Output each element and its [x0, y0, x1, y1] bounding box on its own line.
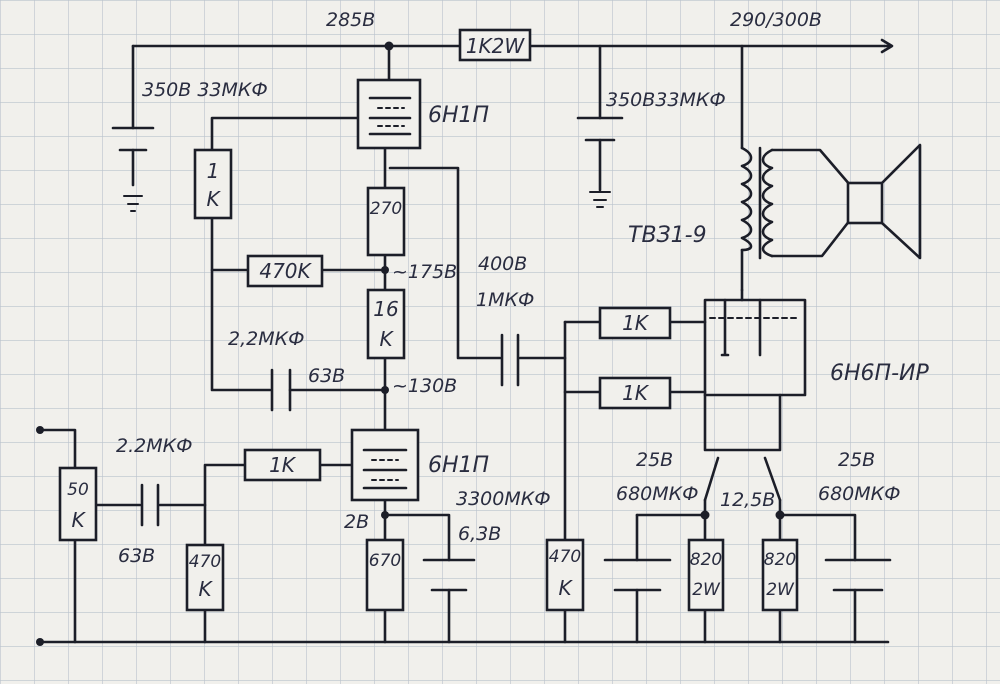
label-coupling-voltage: 400В — [478, 253, 527, 275]
label-input-cap-v: 63В — [118, 545, 155, 567]
output-transformer — [740, 146, 774, 260]
label-680uf-left: 680МКФ — [616, 483, 699, 505]
svg-text:K: K — [206, 187, 221, 211]
capacitor-cathode-680-right — [824, 558, 892, 592]
resistor-820-2w-right: 820 2W — [761, 538, 799, 612]
resistor-670-cathode: 670 — [365, 538, 405, 612]
svg-text:820: 820 — [764, 550, 796, 570]
label-175v: ~175В — [392, 261, 457, 283]
tube-output-6n6p — [709, 288, 801, 357]
svg-text:470: 470 — [549, 547, 581, 567]
output-terminal-arrow — [880, 38, 894, 54]
tube-top-6n1p — [356, 78, 422, 150]
svg-text:K: K — [71, 508, 86, 532]
svg-text:1K2W: 1K2W — [466, 34, 526, 58]
label-feedback-cap: 2,2МКФ — [228, 328, 304, 350]
resistor-16k: 16 K — [366, 288, 406, 360]
label-290-300v: 290/300В — [730, 9, 822, 31]
capacitor-coupling — [500, 333, 520, 387]
label-tube-mid: 6Н1П — [428, 453, 489, 478]
annotations: 285В 290/300В 350В 33МКФ 350В33МКФ 6Н1П … — [116, 9, 929, 567]
svg-text:2W: 2W — [766, 580, 795, 600]
label-coupling-capacitance: 1МКФ — [476, 289, 534, 311]
svg-text:470K: 470K — [259, 259, 312, 283]
label-130v: ~130В — [392, 375, 457, 397]
resistor-470k-output-grid: 470 K — [545, 538, 585, 612]
resistor-270: 270 — [366, 186, 406, 257]
capacitor-cathode-680-left — [603, 558, 672, 592]
resistor-50k-input: 50 K — [58, 466, 98, 542]
label-c2: 350В33МКФ — [606, 89, 726, 111]
svg-text:1: 1 — [207, 159, 220, 183]
svg-text:2W: 2W — [692, 580, 721, 600]
capacitor-input — [140, 483, 160, 527]
label-feedback-cap-v: 63В — [308, 365, 345, 387]
svg-text:K: K — [198, 577, 213, 601]
resistor-1k-g2: 1K — [598, 376, 672, 410]
svg-text:1K: 1K — [622, 311, 650, 335]
label-25v-left: 25В — [636, 449, 673, 471]
label-2v: 2В — [344, 511, 369, 533]
resistor-1k-grid: 1K — [243, 448, 322, 482]
label-25v-right: 25В — [838, 449, 875, 471]
capacitor-350v-right — [576, 116, 624, 208]
label-input-cap: 2.2МКФ — [116, 435, 192, 457]
label-tube-output: 6Н6П-ИР — [830, 361, 929, 386]
svg-text:1K: 1K — [622, 381, 650, 405]
svg-text:16: 16 — [373, 297, 398, 321]
label-680uf-right: 680МКФ — [818, 483, 901, 505]
junction-dots — [36, 41, 785, 646]
svg-text:470: 470 — [189, 552, 221, 572]
label-285v: 285В — [326, 9, 375, 31]
label-c1: 350В 33МКФ — [142, 79, 268, 101]
svg-text:50: 50 — [67, 480, 89, 500]
resistor-470k-grid-leak: 470 K — [185, 543, 225, 612]
capacitor-cathode-3300 — [422, 558, 476, 592]
svg-text:K: K — [558, 576, 573, 600]
label-3300uf: 3300МКФ — [456, 488, 551, 510]
svg-text:1K: 1K — [269, 453, 297, 477]
resistor-1k-left: 1 K — [193, 148, 233, 220]
speaker-icon — [770, 143, 922, 260]
resistor-1k-2w-supply: 1K2W — [458, 28, 532, 62]
svg-text:270: 270 — [370, 199, 402, 219]
label-12-5v: 12,5В — [720, 489, 775, 511]
resistor-470k-horizontal: 470K — [246, 254, 324, 288]
capacitor-350v-left — [111, 126, 155, 212]
svg-text:670: 670 — [369, 551, 401, 571]
label-tube-top: 6Н1П — [428, 103, 489, 128]
svg-text:K: K — [379, 327, 394, 351]
label-transformer: ТВЗ1-9 — [628, 223, 707, 248]
tube-mid-6n1p — [350, 428, 420, 502]
capacitor-feedback — [270, 368, 292, 412]
resistor-820-2w-left: 820 2W — [687, 538, 725, 612]
label-6-3v: 6,3В — [458, 523, 501, 545]
resistor-1k-g1: 1K — [598, 306, 672, 340]
svg-text:820: 820 — [690, 550, 722, 570]
wires — [38, 44, 892, 644]
